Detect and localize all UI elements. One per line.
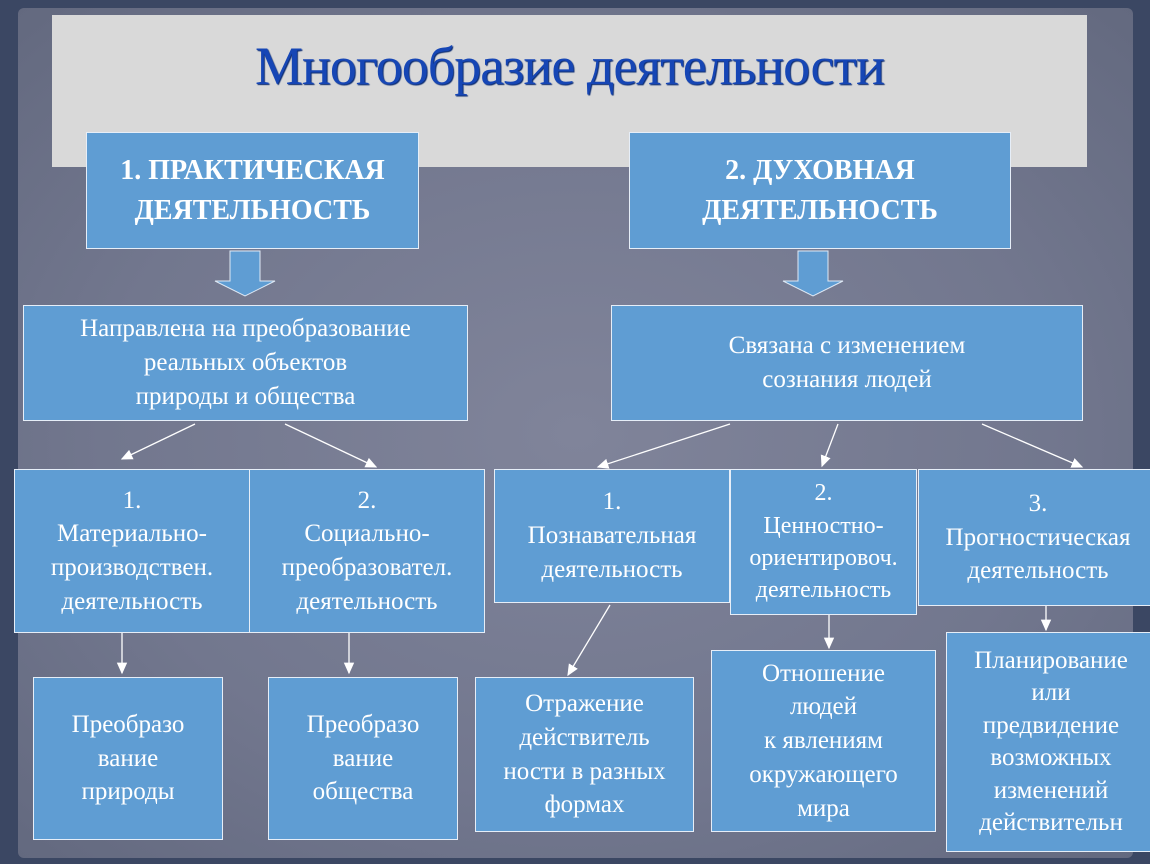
nature-transform-result: Преобразо вание природы	[33, 677, 223, 840]
social-transform-box: 2. Социально- преобразовател. деятельнос…	[249, 469, 485, 633]
arrow-to-cognitive	[596, 423, 731, 469]
arrow-to-social	[284, 423, 378, 468]
reality-reflection-result: Отражение действитель ности в разных фор…	[475, 677, 694, 832]
slide-title: Многообразие деятельности	[255, 36, 885, 96]
spiritual-activity-box: 2. ДУХОВНАЯ ДЕЯТЕЛЬНОСТЬ	[629, 132, 1011, 249]
attitude-result: Отношение людей к явлениям окружающего м…	[711, 650, 936, 832]
cognitive-box: 1. Познавательная деятельность	[494, 469, 730, 603]
practical-activity-box: 1. ПРАКТИЧЕСКАЯ ДЕЯТЕЛЬНОСТЬ	[86, 132, 419, 249]
spiritual-description: Связана с изменением сознания людей	[611, 305, 1083, 421]
planning-result: Планирование или предвидение возможных и…	[946, 632, 1150, 852]
arrow-cognitive-result	[567, 604, 611, 677]
society-transform-result: Преобразо вание общества	[268, 677, 458, 840]
arrow-to-prognostic	[981, 423, 1084, 468]
value-orientation-box: 2. Ценностно- ориентировоч. деятельность	[730, 469, 917, 615]
prognostic-box: 3. Прогностическая деятельность	[918, 469, 1150, 606]
block-arrow-practical	[214, 250, 276, 297]
arrow-to-value	[820, 423, 839, 468]
practical-description: Направлена на преобразование реальных об…	[23, 305, 468, 421]
block-arrow-spiritual	[782, 250, 844, 297]
material-production-box: 1. Материально- производствен. деятельно…	[14, 469, 250, 633]
arrow-to-material	[120, 423, 196, 460]
